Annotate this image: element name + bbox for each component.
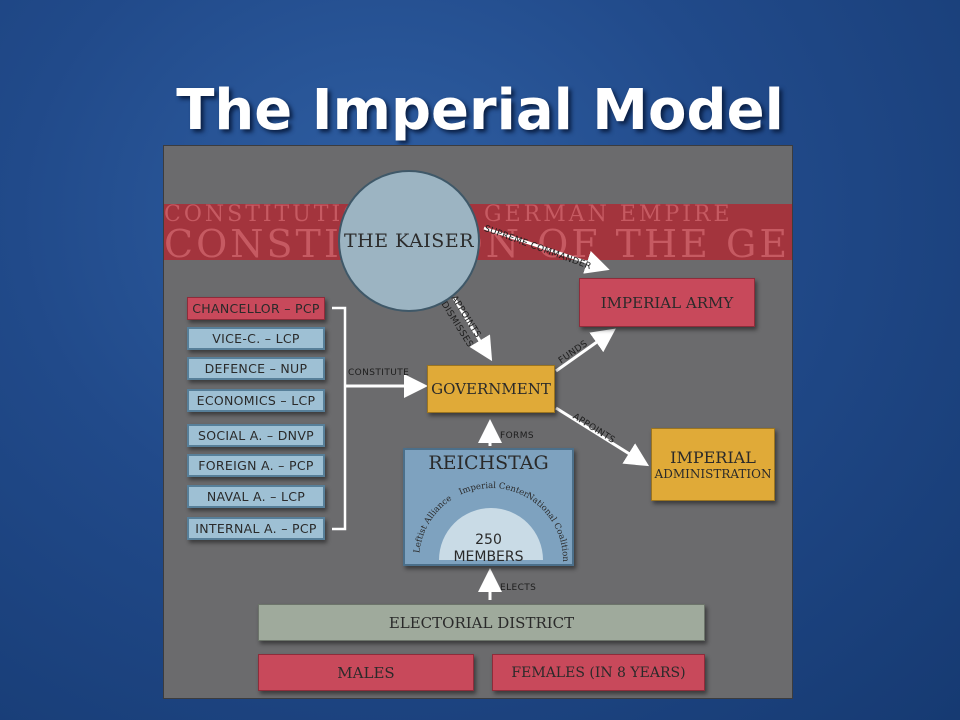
males-node: MALES (258, 654, 474, 691)
label-elects: ELECTS (500, 583, 537, 593)
members-count: 250 (475, 532, 502, 548)
label-forms: FORMS (500, 431, 534, 441)
slide-title: The Imperial Model (176, 78, 784, 143)
arrow-appoints (555, 406, 650, 467)
diagram-panel: CONSTITUTION GERMAN EMPIRE CONSTITUTION … (163, 145, 793, 699)
administration-line1: IMPERIAL (670, 448, 756, 467)
reichstag-node: REICHSTAG Leftist Alliance Imperial Cent… (403, 448, 574, 566)
arc-label-center: Imperial Center (458, 481, 531, 500)
svg-text:Imperial Center: Imperial Center (458, 481, 531, 500)
minister-vice-chancellor: VICE-C. – LCP (187, 327, 325, 350)
arrow-funds (555, 328, 616, 373)
reichstag-arc: Leftist Alliance Imperial Center Nationa… (412, 481, 570, 562)
kaiser-node: THE KAISER (338, 170, 480, 312)
minister-foreign: FOREIGN A. – PCP (187, 454, 325, 477)
government-node: GOVERNMENT (427, 365, 555, 413)
minister-social: SOCIAL A. – DNVP (187, 424, 325, 447)
imperial-army-node: IMPERIAL ARMY (579, 278, 755, 327)
arrow-supreme-commander (483, 226, 610, 274)
minister-naval: NAVAL A. – LCP (187, 485, 325, 508)
females-node: FEMALES (IN 8 YEARS) (492, 654, 705, 691)
electoral-district-node: ELECTORIAL DISTRICT (258, 604, 705, 641)
constitution-band: CONSTITUTION GERMAN EMPIRE CONSTITUTION … (164, 204, 792, 260)
arrow-appoints-dismisses (452, 297, 493, 362)
minister-economics: ECONOMICS – LCP (187, 389, 325, 412)
administration-line2: ADMINISTRATION (654, 467, 772, 481)
ministers-bracket (332, 306, 347, 531)
band-text-right: GERMAN EMPIRE (484, 204, 733, 227)
minister-chancellor: CHANCELLOR – PCP (187, 297, 325, 320)
minister-internal: INTERNAL A. – PCP (187, 517, 325, 540)
members-label: MEMBERS (453, 549, 524, 565)
band-text-left: CONSTITUTION (164, 204, 387, 227)
reichstag-title: REICHSTAG (428, 452, 549, 474)
connector-lines (332, 226, 650, 600)
reichstag-members: 250 MEMBERS (405, 532, 572, 566)
minister-defence: DEFENCE – NUP (187, 357, 325, 380)
label-constitute: CONSTITUTE (348, 368, 410, 378)
imperial-administration-node: IMPERIAL ADMINISTRATION (651, 428, 775, 501)
